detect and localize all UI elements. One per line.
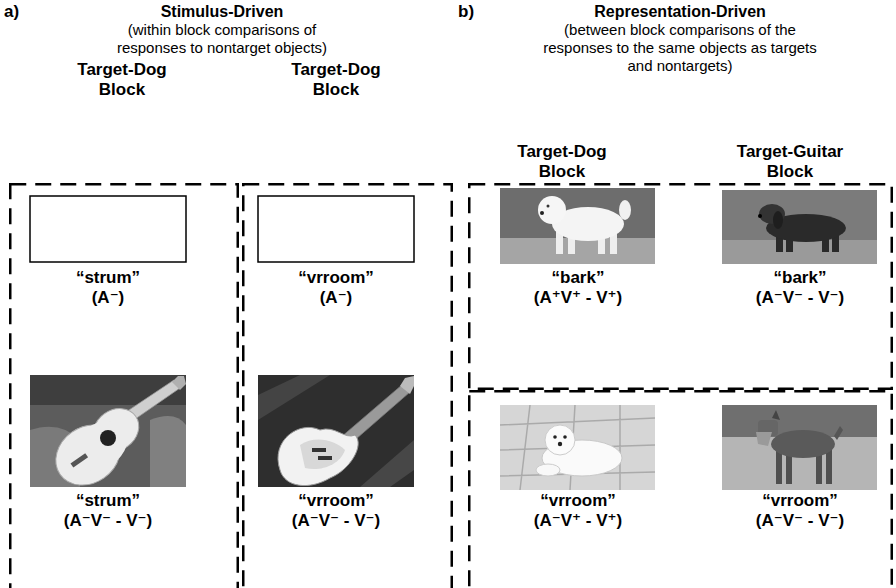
- panel-letter: a): [4, 2, 34, 22]
- blank-frame: [30, 196, 186, 262]
- dog-eye: [563, 435, 567, 439]
- sound-word: “bark”: [478, 268, 678, 288]
- sound-word: “vrroom”: [710, 491, 890, 511]
- guitar-head: [172, 376, 186, 390]
- dog-photo: [500, 405, 655, 490]
- guitar-body: [63, 411, 137, 481]
- photo-ground: [500, 405, 655, 490]
- dashed-outline: [468, 390, 893, 588]
- sound-word: “strum”: [8, 268, 208, 288]
- guitar-body: [278, 427, 358, 485]
- cushion: [150, 416, 186, 487]
- dog-ear: [773, 211, 783, 229]
- condition-code: (A⁻): [236, 288, 436, 308]
- column-header: Target-Dog Block: [497, 142, 627, 182]
- condition-code: (A⁻V⁻ - V⁻): [710, 288, 890, 308]
- condition-code: (A⁻V⁻ - V⁻): [710, 511, 890, 531]
- dog-leg: [826, 448, 832, 484]
- dog-tail: [834, 426, 843, 440]
- condition-code: (A⁺V⁺ - V⁺): [478, 288, 678, 308]
- floor-tiles: [500, 405, 655, 490]
- panel-title: Stimulus-Driven: [92, 2, 352, 21]
- sound-word: “vrroom”: [478, 491, 678, 511]
- dog-nose: [558, 442, 562, 446]
- column-header: Target-Guitar Block: [720, 142, 860, 182]
- condition-code: (A⁻V⁻ - V⁻): [236, 511, 436, 531]
- dog-head: [545, 425, 575, 455]
- panel-title: Representation-Driven: [530, 2, 830, 21]
- photo-ground: [722, 405, 877, 490]
- dog-head: [538, 196, 566, 224]
- block-frame: Target-Dog Block“vrroom”(A⁻)“vrroom”(A⁻V…: [242, 183, 453, 588]
- comparison-frame: “vrroom”(A⁻V⁺ - V⁺)“vrroom”(A⁻V⁻ - V⁻): [468, 390, 893, 588]
- dashed-outline: [469, 391, 892, 588]
- dog-nose: [758, 214, 762, 218]
- photo-floor: [500, 238, 655, 264]
- dashed-outline: [469, 184, 892, 389]
- dog-tail: [619, 200, 631, 220]
- photo-ground: [258, 375, 414, 487]
- comparison-frame: “bark”(A⁺V⁺ - V⁺)“bark”(A⁻V⁻ - V⁻): [468, 183, 893, 390]
- dog-photo: [722, 405, 877, 490]
- dog-beard: [756, 432, 772, 446]
- sound-word: “strum”: [8, 491, 208, 511]
- panel-letter: b): [458, 2, 488, 22]
- pickup: [318, 456, 332, 460]
- panel-subtitle: (within block comparisons of responses t…: [97, 21, 347, 57]
- panel-subtitle: (between block comparisons of the respon…: [530, 21, 830, 75]
- guitar-photo: [258, 375, 414, 487]
- dog-photo: [500, 188, 655, 264]
- guitar-photo: [30, 375, 186, 497]
- blank-frame: [258, 196, 414, 262]
- dog-eye: [547, 205, 550, 208]
- sound-word: “vrroom”: [236, 268, 436, 288]
- guitar-head: [400, 376, 414, 394]
- sound-hole: [100, 430, 116, 446]
- sound-word: “vrroom”: [236, 491, 436, 511]
- bridge: [70, 453, 88, 467]
- photo-ground: [500, 188, 655, 264]
- photo-floor: [722, 240, 877, 264]
- dashed-outline: [468, 183, 893, 390]
- dog-ear: [772, 410, 780, 420]
- condition-code: (A⁻V⁻ - V⁻): [8, 511, 208, 531]
- block-header: Target-Dog Block: [271, 60, 401, 100]
- dog-photo: [722, 190, 877, 264]
- dog-eye: [553, 435, 557, 439]
- condition-code: (A⁻): [8, 288, 208, 308]
- condition-code: (A⁻V⁺ - V⁺): [478, 511, 678, 531]
- block-frame: Target-Dog Block“strum”(A⁻)“strum”(A⁻V⁻ …: [9, 183, 239, 588]
- block-header: Target-Dog Block: [57, 60, 187, 100]
- photo-texture: [258, 375, 330, 420]
- dog-paw: [536, 464, 560, 476]
- dog-nose: [540, 211, 544, 215]
- pickup: [312, 448, 326, 452]
- photo-ground: [722, 190, 877, 264]
- photo-texture: [360, 440, 414, 487]
- pickguard: [300, 440, 345, 470]
- dog-body: [771, 430, 835, 458]
- sound-word: “bark”: [710, 268, 890, 288]
